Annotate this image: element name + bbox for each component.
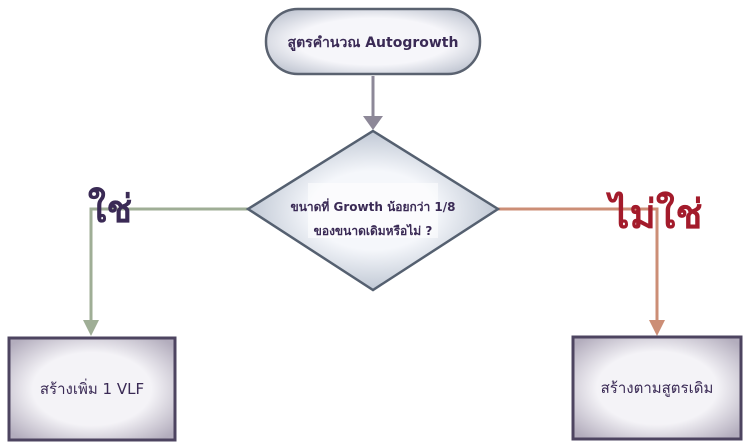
yes-result-label: สร้างเพิ่ม 1 VLF xyxy=(40,378,144,398)
no-result-box: สร้างตามสูตรเดิม xyxy=(571,335,743,441)
decision-line-2: ของขนาดเดิมหรือไม่ ? xyxy=(314,223,433,238)
connector-no xyxy=(498,207,665,336)
no-result-label: สร้างตามสูตรเดิม xyxy=(601,379,714,397)
decision-node: ขนาดที่ Growth น้อยกว่า 1/8 ของขนาดเดิมห… xyxy=(245,129,501,292)
start-node: สูตรคำนวณ Autogrowth xyxy=(264,7,482,76)
decision-line-1: ขนาดที่ Growth น้อยกว่า 1/8 xyxy=(290,198,455,214)
yes-label: ใช่ xyxy=(88,187,132,231)
start-node-label: สูตรคำนวณ Autogrowth xyxy=(288,35,459,51)
no-label: ไม่ใช่ xyxy=(605,191,702,238)
yes-result-box: สร้างเพิ่ม 1 VLF xyxy=(7,336,177,442)
connector-yes xyxy=(83,207,248,336)
connector-start-to-decision xyxy=(363,76,383,130)
